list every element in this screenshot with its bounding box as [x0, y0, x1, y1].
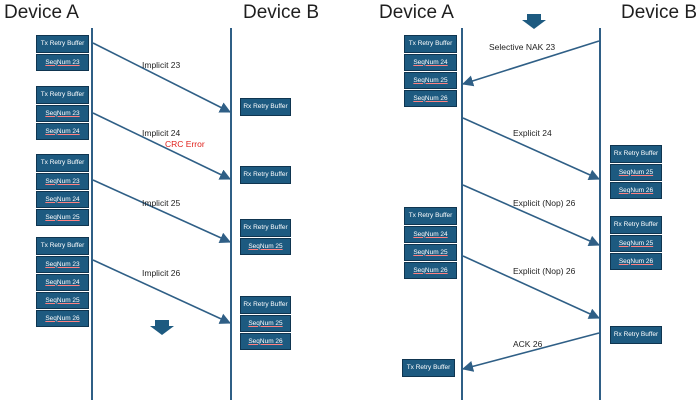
seqnum-label: SeqNum 23 [45, 260, 80, 268]
tx-retry-buffer: Tx Retry Buffer [36, 237, 89, 255]
right-arrow-explicit-nop-26-a [462, 184, 601, 247]
seqnum-label: SeqNum 24 [413, 230, 448, 238]
seqnum-label: SeqNum 24 [45, 195, 80, 203]
seqnum-cell: SeqNum 26 [404, 262, 457, 279]
left-device-b-header: Device B [243, 2, 320, 23]
seqnum-label: SeqNum 26 [413, 94, 448, 102]
seqnum-cell: SeqNum 25 [610, 235, 662, 252]
tx-retry-buffer: Tx Retry Buffer [36, 35, 89, 53]
label-crc-error: CRC Error [165, 139, 205, 149]
seqnum-cell: SeqNum 23 [36, 105, 89, 122]
seqnum-cell: SeqNum 26 [36, 310, 89, 327]
seqnum-label: SeqNum 26 [248, 337, 283, 345]
down-arrow-icon [150, 320, 174, 335]
seqnum-cell: SeqNum 25 [36, 209, 89, 226]
seqnum-label: SeqNum 23 [45, 109, 80, 117]
seqnum-cell: SeqNum 24 [404, 54, 457, 71]
seqnum-cell: SeqNum 23 [36, 173, 89, 190]
left-arrow-implicit-26 [92, 259, 232, 324]
rx-retry-buffer: Rx Retry Buffer [610, 216, 662, 234]
seqnum-label: SeqNum 25 [413, 76, 448, 84]
seqnum-label: SeqNum 23 [45, 177, 80, 185]
rx-retry-buffer: Rx Retry Buffer [610, 326, 662, 344]
seqnum-label: SeqNum 25 [618, 239, 654, 247]
right-arrow-explicit-nop-26-b [462, 255, 601, 319]
seqnum-cell: SeqNum 24 [36, 123, 89, 140]
seqnum-label: SeqNum 25 [248, 319, 283, 327]
seqnum-label: SeqNum 25 [618, 168, 654, 176]
seqnum-label: SeqNum 25 [248, 242, 283, 250]
tx-retry-buffer: Tx Retry Buffer [402, 359, 455, 377]
label-ack-26: ACK 26 [513, 339, 543, 349]
seqnum-cell: SeqNum 26 [240, 333, 291, 350]
seqnum-cell: SeqNum 25 [610, 164, 662, 181]
seqnum-cell: SeqNum 23 [36, 54, 89, 71]
seqnum-cell: SeqNum 24 [404, 226, 457, 243]
label-explicit-nop-26-b: Explicit (Nop) 26 [513, 266, 576, 276]
label-implicit-25: Implicit 25 [142, 198, 181, 208]
seqnum-label: SeqNum 25 [45, 296, 80, 304]
label-selective-nak-23: Selective NAK 23 [489, 42, 555, 52]
seqnum-cell: SeqNum 25 [404, 244, 457, 261]
right-arrow-ack-26 [461, 332, 600, 372]
right-arrow-selective-nak [461, 40, 600, 87]
label-implicit-26: Implicit 26 [142, 268, 181, 278]
seqnum-label: SeqNum 26 [413, 266, 448, 274]
seqnum-label: SeqNum 24 [45, 278, 80, 286]
rx-retry-buffer: Rx Retry Buffer [610, 145, 662, 163]
tx-retry-buffer: Tx Retry Buffer [404, 207, 457, 225]
seqnum-cell: SeqNum 24 [36, 274, 89, 291]
right-device-a-header: Device A [379, 2, 454, 23]
seqnum-cell: SeqNum 25 [36, 292, 89, 309]
seqnum-label: SeqNum 26 [45, 314, 80, 322]
seqnum-cell: SeqNum 24 [36, 191, 89, 208]
label-implicit-24: Implicit 24 [142, 128, 181, 138]
rx-retry-buffer: Rx Retry Buffer [240, 98, 291, 116]
rx-retry-buffer: Rx Retry Buffer [240, 219, 291, 237]
seqnum-label: SeqNum 26 [618, 186, 654, 194]
label-implicit-23: Implicit 23 [142, 60, 181, 70]
seqnum-label: SeqNum 24 [45, 127, 80, 135]
left-arrow-implicit-23 [92, 42, 232, 113]
tx-retry-buffer: Tx Retry Buffer [404, 35, 457, 53]
tx-retry-buffer: Tx Retry Buffer [36, 86, 89, 104]
seqnum-cell: SeqNum 25 [240, 238, 291, 255]
down-arrow-icon [522, 14, 546, 29]
rx-retry-buffer: Rx Retry Buffer [240, 296, 291, 314]
seqnum-cell: SeqNum 26 [610, 253, 662, 270]
right-device-b-header: Device B [621, 2, 698, 23]
left-arrow-implicit-24 [92, 112, 232, 180]
seqnum-label: SeqNum 24 [413, 58, 448, 66]
right-arrow-explicit-24 [462, 117, 601, 180]
seqnum-cell: SeqNum 26 [404, 90, 457, 107]
seqnum-label: SeqNum 25 [45, 213, 80, 221]
seqnum-cell: SeqNum 23 [36, 256, 89, 273]
seqnum-cell: SeqNum 26 [610, 182, 662, 199]
label-explicit-nop-26-a: Explicit (Nop) 26 [513, 198, 576, 208]
left-arrow-implicit-25 [92, 179, 232, 243]
seqnum-label: SeqNum 25 [413, 248, 448, 256]
seqnum-label: SeqNum 23 [45, 58, 80, 66]
seqnum-label: SeqNum 26 [618, 257, 654, 265]
left-device-a-header: Device A [4, 2, 79, 23]
seqnum-cell: SeqNum 25 [404, 72, 457, 89]
seqnum-cell: SeqNum 25 [240, 315, 291, 332]
tx-retry-buffer: Tx Retry Buffer [36, 154, 89, 172]
label-explicit-24: Explicit 24 [513, 128, 552, 138]
rx-retry-buffer: Rx Retry Buffer [240, 166, 291, 184]
